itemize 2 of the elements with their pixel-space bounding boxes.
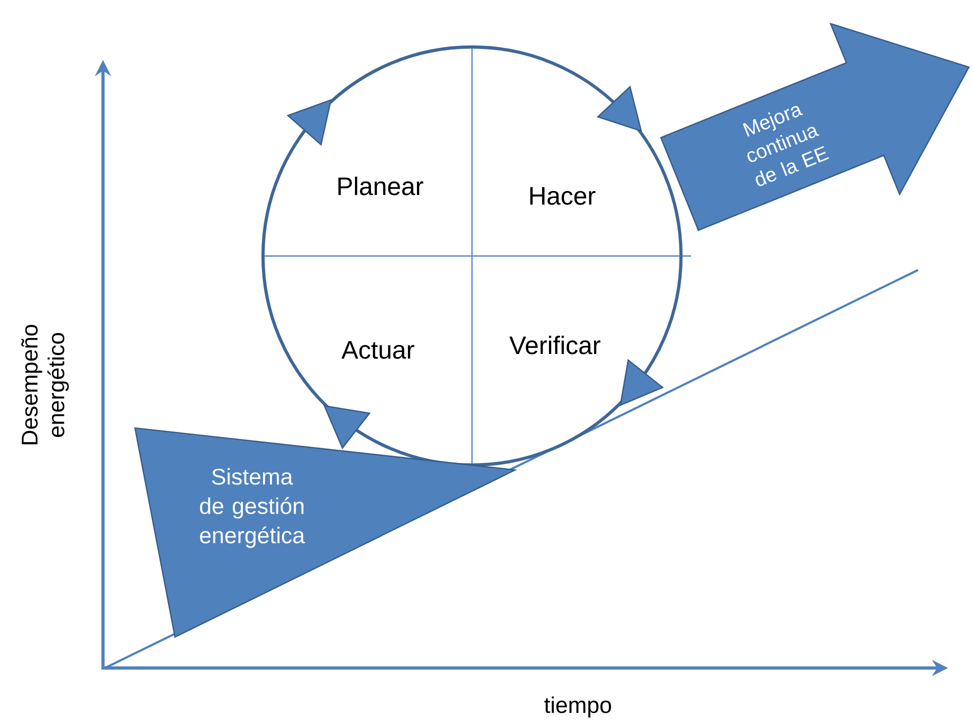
axis-label: Desempeño energético	[21, 324, 69, 444]
axis-label: tiempo	[544, 696, 612, 718]
